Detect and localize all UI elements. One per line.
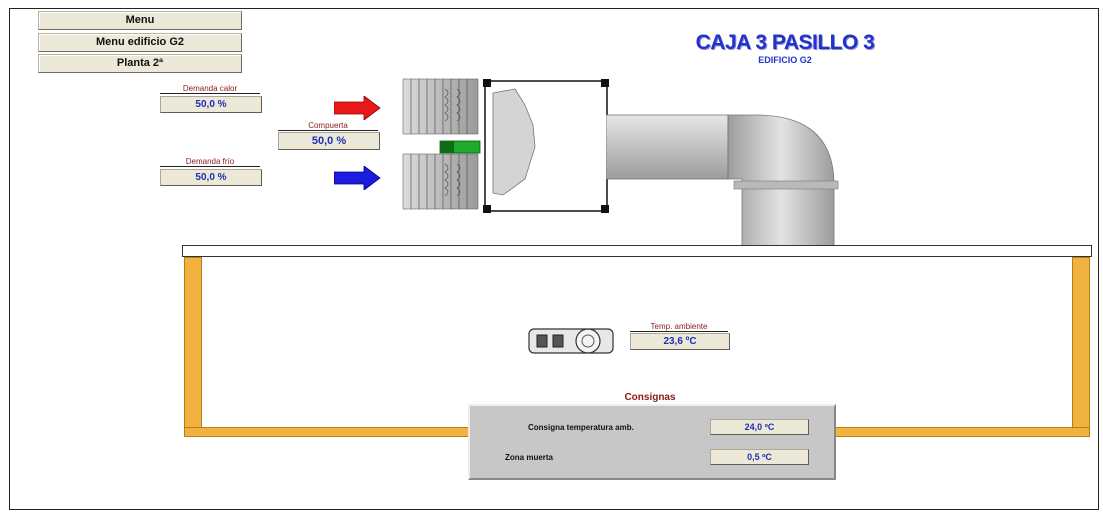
room-wall-right <box>1072 257 1090 437</box>
room-ceiling <box>182 245 1092 257</box>
heat-demand-label: Demanda calor <box>182 84 238 93</box>
damper-label: Compuerta <box>308 121 348 130</box>
setpoints-panel <box>468 404 836 480</box>
room-wall-left <box>184 257 202 437</box>
air-handling-unit <box>402 78 609 213</box>
room-temp-value: 23,6 ºC <box>630 333 730 350</box>
heat-arrow-icon <box>334 96 381 120</box>
cold-demand-underline <box>160 166 260 167</box>
cold-demand-value: 50,0 % <box>160 169 262 186</box>
page-subtitle: EDIFICIO G2 <box>758 55 812 65</box>
page-title: CAJA 3 PASILLO 3 <box>695 31 875 54</box>
dead-zone-label: Zona muerta <box>505 453 554 462</box>
menu-button[interactable]: Menu <box>38 11 242 30</box>
cold-demand-label: Demanda frío <box>185 157 235 166</box>
cold-arrow-icon <box>334 166 381 190</box>
room-temp-label: Temp. ambiente <box>650 322 708 331</box>
room-floor-right <box>828 427 1090 437</box>
room-temp-underline <box>630 331 728 332</box>
thermostat-icon <box>528 328 614 354</box>
damper-underline <box>278 130 378 131</box>
dead-zone-value[interactable]: 0,5 ºC <box>710 449 809 465</box>
temp-setpoint-value[interactable]: 24,0 ºC <box>710 419 809 435</box>
heat-demand-underline <box>160 93 260 94</box>
building-menu-button[interactable]: Menu edificio G2 <box>38 33 242 52</box>
scada-screen: Menu Menu edificio G2 Planta 2ª CAJA 3 P… <box>9 8 1099 510</box>
setpoints-title: Consignas <box>624 392 676 403</box>
supply-duct <box>606 114 839 257</box>
room-floor-left <box>184 427 474 437</box>
floor-button[interactable]: Planta 2ª <box>38 54 242 73</box>
temp-setpoint-label: Consigna temperatura amb. <box>528 423 634 432</box>
damper-value: 50,0 % <box>278 132 380 150</box>
heat-demand-value: 50,0 % <box>160 96 262 113</box>
